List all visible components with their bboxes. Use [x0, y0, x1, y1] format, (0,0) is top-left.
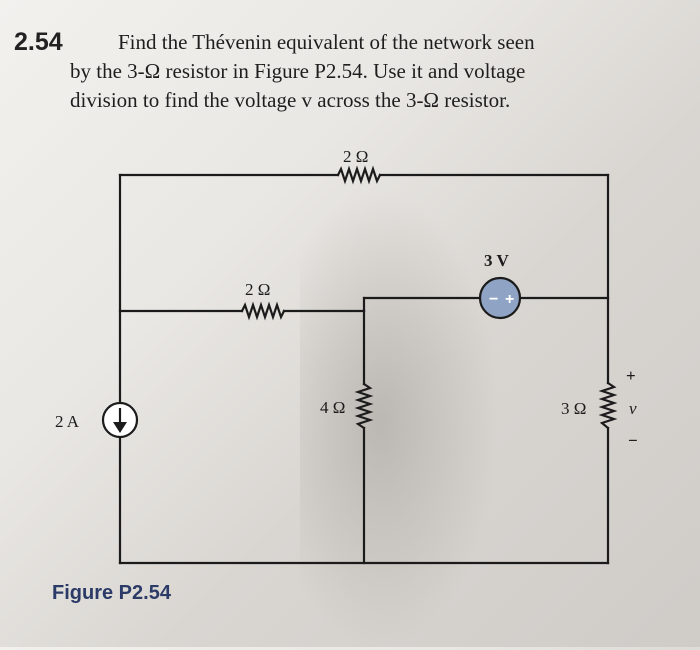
resistor-3ohm — [598, 381, 618, 430]
label-r-top: 2 Ω — [343, 147, 368, 166]
resistor-4ohm — [354, 382, 374, 430]
label-v-minus: − — [628, 431, 638, 450]
current-source-2a — [101, 401, 139, 439]
problem-number: 2.54 — [14, 28, 63, 56]
label-r-4: 4 Ω — [320, 398, 345, 417]
arrow-down-icon — [113, 422, 127, 433]
label-v-plus: + — [626, 366, 636, 385]
problem-text: Find the Thévenin equivalent of the netw… — [70, 28, 690, 115]
voltage-source-3v: − + — [478, 276, 522, 320]
resistor-top-2ohm — [336, 165, 382, 185]
label-r-3: 3 Ω — [561, 399, 586, 418]
label-r-middle: 2 Ω — [245, 280, 270, 299]
problem-line-2: by the 3-Ω resistor in Figure P2.54. Use… — [70, 59, 526, 83]
problem-line-3: division to find the voltage v across th… — [70, 88, 511, 112]
problem-line-1: Find the Thévenin equivalent of the netw… — [118, 30, 535, 54]
label-current-source: 2 A — [55, 412, 80, 431]
figure-label: Figure P2.54 — [52, 582, 171, 604]
voltage-source-circle — [478, 276, 522, 320]
resistor-middle-2ohm — [240, 301, 286, 321]
label-v: v — [629, 399, 637, 418]
source-plus-sign: + — [505, 291, 514, 308]
label-voltage-source: 3 V — [484, 251, 509, 270]
source-minus-sign: − — [489, 291, 498, 308]
